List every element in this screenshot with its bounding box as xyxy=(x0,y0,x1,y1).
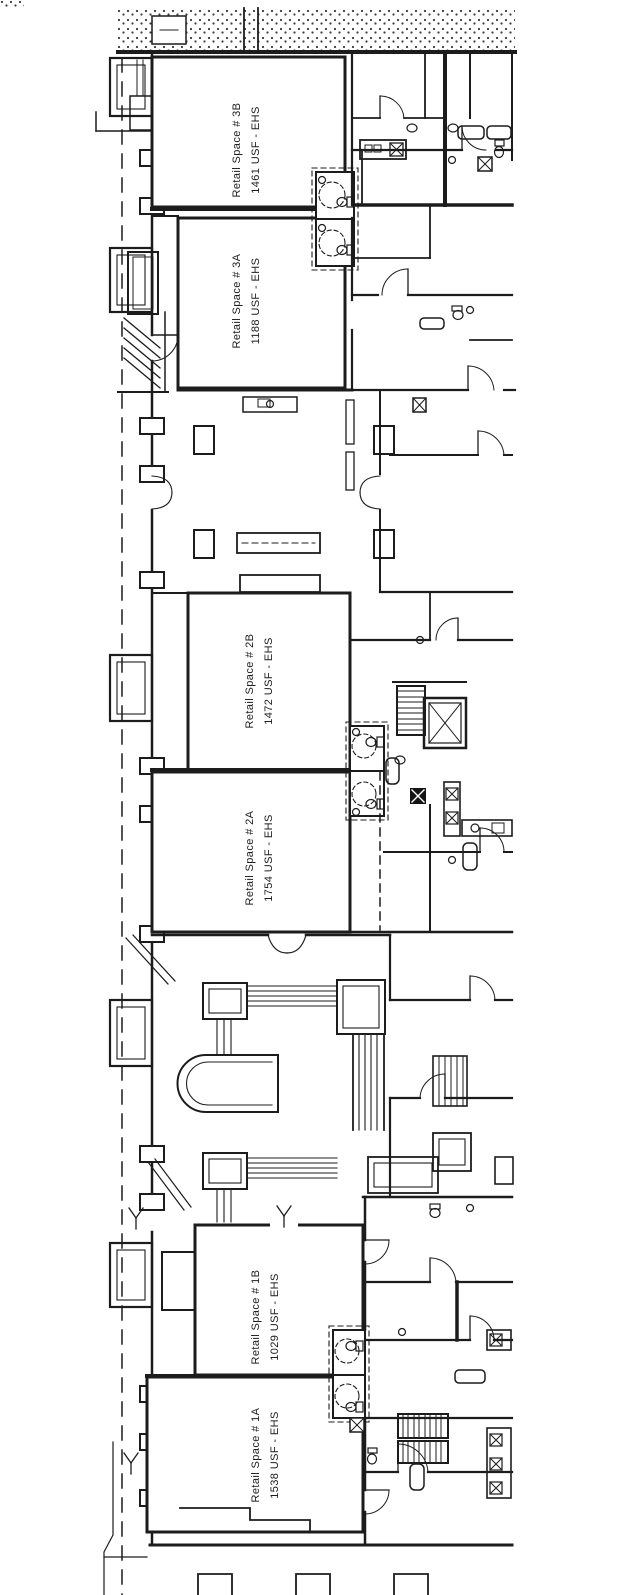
sidewalk-hatch xyxy=(116,7,517,54)
retail-space-name: Retail Space # 1A xyxy=(250,1407,262,1503)
retail-space-2a-label: Retail Space # 2A 1754 USF - EHS xyxy=(240,783,280,933)
lobby-upper xyxy=(176,365,517,593)
retail-space-area: 1754 USF - EHS xyxy=(263,814,275,902)
retail-space-1a-label: Retail Space # 1A 1538 USF - EHS xyxy=(246,1380,286,1530)
retail-space-2a-room xyxy=(150,768,352,934)
property-line xyxy=(95,57,153,1595)
retail-space-3a-label: Retail Space # 3A 1188 USF - EHS xyxy=(227,226,267,376)
scan-artifact xyxy=(0,0,24,9)
elevator xyxy=(422,696,468,750)
unit-walls xyxy=(148,50,514,1547)
retail-space-name: Retail Space # 3A xyxy=(231,253,243,349)
retail-space-area: 1538 USF - EHS xyxy=(269,1411,281,1499)
retail-space-area: 1472 USF - EHS xyxy=(263,637,275,725)
retail-space-area: 1461 USF - EHS xyxy=(250,106,262,194)
court-steps-lower xyxy=(246,1157,338,1179)
retail-space-name: Retail Space # 1B xyxy=(250,1269,262,1365)
sidewalk-stubs xyxy=(197,1573,429,1595)
door-y-symbols xyxy=(123,1207,144,1475)
kitchen-counter xyxy=(359,139,407,160)
facade-bay xyxy=(108,56,154,1309)
retail-space-name: Retail Space # 2A xyxy=(244,810,256,906)
retail-space-name: Retail Space # 3B xyxy=(231,102,243,198)
retail-space-2b-label: Retail Space # 2B 1472 USF - EHS xyxy=(240,606,280,756)
entry-court xyxy=(125,933,514,1223)
court-steps-upper xyxy=(246,985,338,1007)
planter xyxy=(176,1054,279,1113)
stair-top-left xyxy=(117,251,169,393)
toilet-rooms-1 xyxy=(328,1325,370,1423)
retail-space-name: Retail Space # 2B xyxy=(244,633,256,729)
retail-space-3b-room xyxy=(150,55,347,211)
bath-kitchen-fixtures xyxy=(349,123,513,1499)
stair-bottom xyxy=(397,1413,449,1464)
retail-space-area: 1029 USF - EHS xyxy=(269,1273,281,1361)
court-rails-right xyxy=(352,1033,385,1131)
toilet-rooms-3 xyxy=(311,167,359,271)
toilet-rooms-2 xyxy=(345,721,400,821)
retail-space-1b-label: Retail Space # 1B 1029 USF - EHS xyxy=(246,1242,286,1392)
retail-space-area: 1188 USF - EHS xyxy=(250,257,262,345)
retail-space-3b-label: Retail Space # 3B 1461 USF - EHS xyxy=(227,75,267,225)
retail-space-1a-room xyxy=(145,1374,365,1534)
